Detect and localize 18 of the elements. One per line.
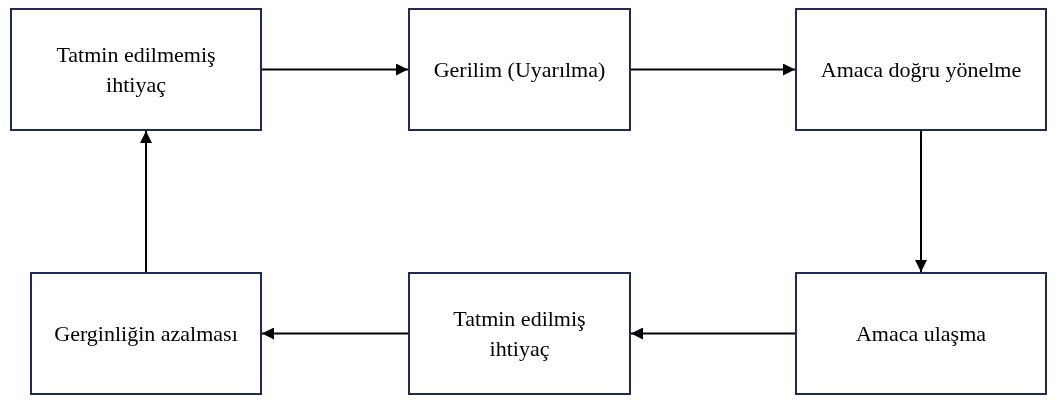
arrow bbox=[261, 63, 409, 76]
process-box bbox=[30, 272, 262, 395]
arrow bbox=[261, 327, 409, 340]
box-label: Amaca doğru yönelme bbox=[820, 55, 1022, 84]
box-label: Gerilim (Uyarılma) bbox=[433, 55, 606, 84]
box-label: Tatmin edilmemiş ihtiyaç bbox=[55, 40, 217, 99]
arrow bbox=[915, 130, 927, 273]
process-box bbox=[408, 8, 631, 131]
process-box bbox=[10, 8, 262, 131]
box-label: Amaca ulaşma bbox=[855, 319, 987, 348]
arrow bbox=[630, 63, 796, 76]
arrow bbox=[630, 327, 796, 340]
box-label: Gerginliğin azalması bbox=[54, 319, 238, 348]
process-box bbox=[795, 8, 1047, 131]
arrow bbox=[140, 130, 152, 273]
process-box bbox=[408, 272, 631, 395]
process-box bbox=[795, 272, 1047, 395]
box-label: Tatmin edilmiş ihtiyaç bbox=[452, 304, 587, 363]
